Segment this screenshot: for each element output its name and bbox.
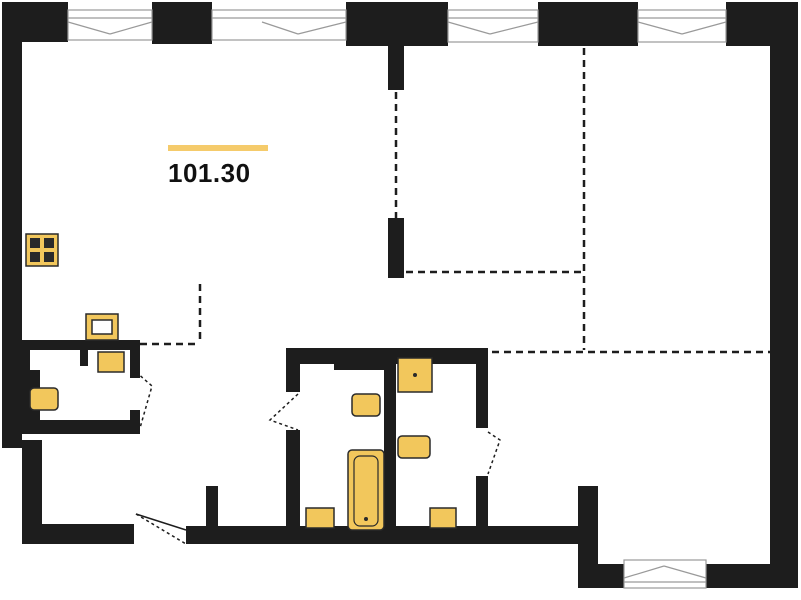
toilet-icon bbox=[29, 387, 431, 459]
shower-icon bbox=[397, 357, 433, 393]
bathtub-icon bbox=[347, 449, 385, 531]
stove-icon bbox=[25, 233, 59, 267]
area-accent-bar bbox=[168, 145, 268, 151]
door-icon bbox=[135, 371, 501, 545]
sink-icon bbox=[85, 313, 457, 529]
window-icon bbox=[67, 9, 727, 589]
zone-dashed-lines bbox=[140, 48, 770, 354]
total-area-label: 101.30 bbox=[168, 158, 251, 188]
walls bbox=[2, 2, 798, 588]
